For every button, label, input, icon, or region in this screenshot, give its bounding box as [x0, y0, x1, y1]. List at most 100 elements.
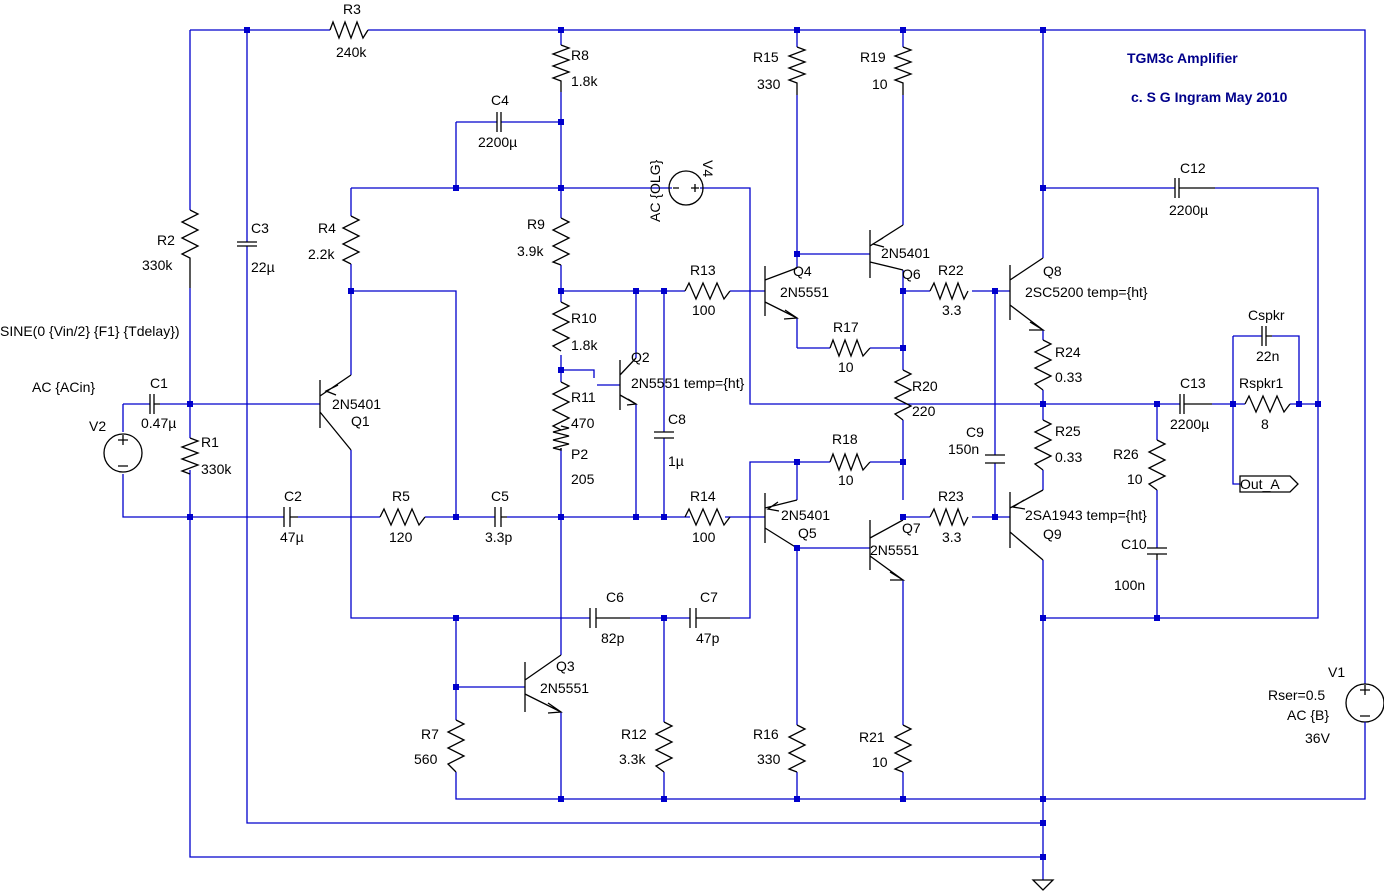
- resistor-R18: [829, 452, 871, 472]
- resistor-R9: [551, 217, 571, 266]
- label-R14: R14: [690, 488, 716, 504]
- value-Q6: 2N5401: [881, 245, 930, 261]
- capacitor-C7: [689, 608, 730, 628]
- labels: TGM3c Amplifier c. S G Ingram May 2010 R…: [0, 1, 1345, 770]
- value-Q7: 2N5551: [870, 542, 919, 558]
- label-R11: R11: [571, 389, 596, 405]
- sources: [103, 170, 1384, 800]
- label-Cspkr: Cspkr: [1248, 307, 1285, 323]
- resistor-R2: [180, 209, 200, 288]
- output-flag: [1239, 475, 1299, 493]
- wires: [122, 29, 1366, 880]
- label-V1: V1: [1328, 664, 1345, 680]
- value-R21: 10: [872, 754, 888, 770]
- value-C8: 1µ: [668, 453, 684, 469]
- ground-symbol: [1031, 879, 1055, 891]
- label-Q3: Q3: [556, 658, 575, 674]
- sine-source-spec: SINE(0 {Vin/2} {F1} {Tdelay}): [0, 323, 180, 339]
- label-Q7: Q7: [902, 520, 921, 536]
- label-Q2: Q2: [631, 349, 650, 365]
- value-C1: 0.47µ: [141, 415, 176, 431]
- label-C1: C1: [150, 375, 168, 391]
- label-R4: R4: [318, 220, 336, 236]
- label-Q5: Q5: [798, 525, 817, 541]
- label-P2: P2: [571, 446, 588, 462]
- value-R2: 330k: [142, 257, 173, 273]
- value-R12: 3.3k: [619, 751, 646, 767]
- capacitor-C2: [283, 507, 298, 527]
- resistor-R24: [1033, 339, 1053, 391]
- credit: c. S G Ingram May 2010: [1131, 89, 1288, 105]
- value-R17: 10: [838, 359, 854, 375]
- resistor-R22: [929, 281, 969, 301]
- value-R15: 330: [757, 76, 781, 92]
- resistor-R4: [341, 215, 361, 265]
- label-V4: V4: [700, 160, 716, 177]
- resistor-R19: [893, 46, 913, 95]
- transistor-Q9: [1009, 489, 1044, 561]
- source-V4: [668, 170, 704, 206]
- value-V1-dc: 36V: [1305, 730, 1331, 746]
- resistors: [180, 20, 1291, 773]
- resistor-Rspkr1: [1244, 394, 1291, 414]
- label-R16: R16: [753, 726, 779, 742]
- label-R13: R13: [690, 262, 716, 278]
- label-C7: C7: [700, 589, 718, 605]
- capacitor-Cspkr: [1261, 326, 1272, 346]
- capacitor-C6: [589, 608, 630, 628]
- ac-input-spec: AC {ACin}: [32, 379, 95, 395]
- value-R24: 0.33: [1055, 369, 1082, 385]
- capacitor-C13: [1179, 394, 1212, 414]
- value-C2: 47µ: [280, 529, 304, 545]
- transistor-Q8: [1009, 257, 1046, 331]
- transistor-Q5: [764, 493, 798, 549]
- capacitor-C12: [1174, 178, 1215, 198]
- value-P2: 205: [571, 471, 595, 487]
- label-R3: R3: [343, 1, 361, 17]
- value-C5: 3.3p: [485, 529, 512, 545]
- label-C10: C10: [1121, 536, 1147, 552]
- label-C8: C8: [668, 411, 686, 427]
- resistor-R15: [787, 46, 807, 95]
- label-Q8: Q8: [1043, 263, 1062, 279]
- resistor-R17: [829, 338, 871, 358]
- resistor-P2: [552, 425, 570, 451]
- resistor-R12: [654, 721, 674, 773]
- label-R24: R24: [1055, 344, 1081, 360]
- transistor-Q6: [869, 224, 904, 278]
- label-C12: C12: [1180, 160, 1206, 176]
- label-Rspkr1: Rspkr1: [1239, 375, 1284, 391]
- resistor-R25: [1033, 419, 1053, 471]
- label-R18: R18: [832, 431, 858, 447]
- value-Q2: 2N5551 temp={ht}: [631, 375, 745, 391]
- value-V1-rser: Rser=0.5: [1268, 687, 1325, 703]
- value-R22: 3.3: [942, 302, 962, 318]
- transistor-Q7: [869, 519, 906, 581]
- capacitor-C4: [496, 112, 502, 132]
- resistor-R23: [929, 507, 969, 527]
- transistor-Q1: [319, 374, 352, 451]
- value-R1: 330k: [201, 461, 232, 477]
- label-V2: V2: [89, 418, 106, 434]
- label-R7: R7: [421, 726, 439, 742]
- output-flag-label: Out_A: [1240, 476, 1280, 492]
- label-C2: C2: [284, 488, 302, 504]
- label-Q4: Q4: [793, 263, 812, 279]
- value-R16: 330: [757, 751, 781, 767]
- label-C3: C3: [251, 220, 269, 236]
- label-R23: R23: [938, 488, 964, 504]
- junction-dots: [187, 27, 1321, 860]
- resistor-R11: [551, 381, 571, 431]
- capacitor-C10: [1147, 547, 1167, 560]
- transistor-Q4: [764, 266, 799, 320]
- label-R15: R15: [753, 49, 779, 65]
- resistor-R7: [446, 719, 466, 773]
- label-R10: R10: [571, 310, 597, 326]
- label-C13: C13: [1180, 375, 1206, 391]
- value-V4: AC {OLG}: [647, 159, 663, 222]
- value-R25: 0.33: [1055, 449, 1082, 465]
- label-R12: R12: [621, 726, 647, 742]
- value-R4: 2.2k: [308, 246, 335, 262]
- capacitors: [149, 112, 1272, 628]
